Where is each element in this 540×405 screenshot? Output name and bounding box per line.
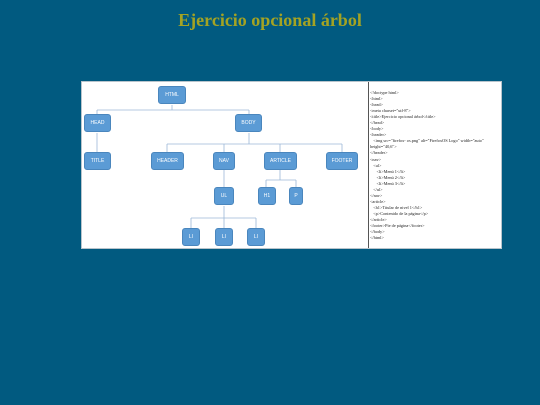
node-footer: FOOTER — [326, 152, 358, 170]
node-header: HEADER — [151, 152, 184, 170]
code-line: <article> — [370, 198, 386, 204]
code-line: <title>Ejercicio opcional árbol</title> — [370, 114, 436, 120]
code-line: <head> — [370, 102, 383, 108]
code-line: </nav> — [370, 192, 383, 198]
code-line: <nav> — [370, 156, 382, 162]
code-line: </article> — [370, 216, 387, 222]
panel-divider — [368, 82, 369, 248]
code-line: <header> — [370, 132, 387, 138]
code-line: <img src="firefox- os.png" alt="FirefoxO… — [370, 138, 485, 150]
node-head: HEAD — [84, 114, 111, 132]
code-line: </ul> — [370, 186, 383, 192]
node-title: TITLE — [84, 152, 111, 170]
node-article: ARTICLE — [264, 152, 297, 170]
connector-body — [166, 133, 343, 152]
code-line: </body> — [370, 229, 385, 235]
code-line: </html> — [370, 235, 384, 241]
node-li-2: LI — [215, 228, 233, 246]
node-li-3: LI — [247, 228, 265, 246]
code-line: <meta charset="utf-8"> — [370, 108, 411, 114]
node-li-1: LI — [182, 228, 200, 246]
code-line: <h1>Titular de nivel 1</h1> — [370, 204, 423, 210]
code-line: <html> — [370, 96, 383, 102]
content-panel: HTML HEAD BODY TITLE HEADER NAV ARTICLE … — [81, 81, 502, 249]
html-code-listing: <!doctype html> <html> <head> <meta char… — [370, 90, 501, 246]
code-line: <footer>Pie de página</footer> — [370, 223, 425, 229]
code-line: </head> — [370, 120, 385, 126]
code-line: <body> — [370, 126, 384, 132]
code-line: </header> — [370, 150, 388, 156]
slide-title: Ejercicio opcional árbol — [178, 10, 362, 30]
node-h1: H1 — [258, 187, 276, 205]
node-body: BODY — [235, 114, 262, 132]
code-line: <li>Menú 2</li> — [370, 174, 406, 180]
node-p: P — [289, 187, 303, 205]
node-html: HTML — [158, 86, 186, 104]
dom-tree-diagram: HTML HEAD BODY TITLE HEADER NAV ARTICLE … — [82, 82, 368, 248]
code-line: <li>Menú 3</li> — [370, 180, 406, 186]
code-line: <li>Menú 1</li> — [370, 168, 406, 174]
connector-ul — [190, 206, 257, 228]
code-line: <ul> — [370, 162, 382, 168]
node-nav: NAV — [213, 152, 235, 170]
connector-html — [96, 105, 250, 115]
tree-connectors — [96, 105, 343, 228]
code-line: <p>Contenido de la página</p> — [370, 210, 429, 216]
node-ul: UL — [214, 187, 234, 205]
connector-article — [265, 170, 297, 188]
code-line: <!doctype html> — [370, 90, 399, 95]
